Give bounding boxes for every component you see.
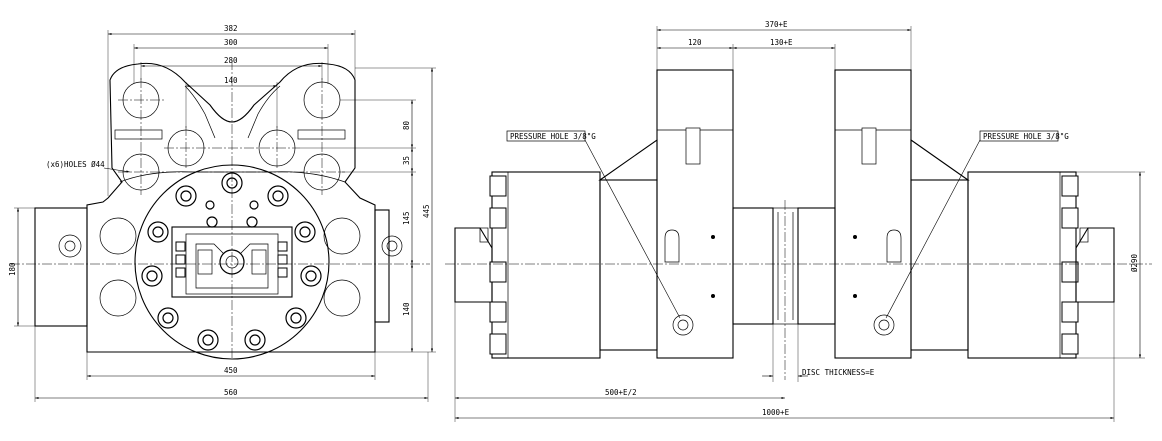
dim-35-label: 35 — [402, 156, 411, 165]
dot — [853, 235, 857, 239]
side-disc-left — [732, 207, 774, 325]
side-disc-gap — [772, 207, 799, 325]
front-hole-10 — [323, 279, 361, 317]
dim-180-label: 180 — [8, 262, 17, 276]
dim-370e-label: 370+E — [765, 20, 788, 29]
front-right-flange — [374, 209, 390, 323]
front-center-pad-left — [197, 249, 213, 275]
front-center-pad-right — [251, 249, 267, 275]
side-right-nameplate — [861, 127, 877, 165]
holes-leader-line — [103, 167, 131, 173]
pressure-hole-left-label: PRESSURE HOLE 3/8"G — [510, 132, 596, 141]
front-slot-right — [297, 129, 346, 140]
front-right-port-inner — [386, 240, 398, 252]
side-left-pressure-port — [672, 314, 694, 336]
pressure-hole-right-label: PRESSURE HOLE 3/8"G — [983, 132, 1069, 141]
front-left-port — [58, 234, 82, 258]
side-right-pressure-port-inner — [878, 319, 890, 331]
pressure-hole-left-box — [506, 130, 586, 142]
front-hole-7 — [99, 217, 137, 255]
dot — [853, 294, 857, 298]
front-hole-9 — [99, 279, 137, 317]
pressure-hole-left-leader — [584, 139, 681, 319]
dim-300-label: 300 — [224, 38, 238, 47]
dim-560-label: 560 — [224, 388, 238, 397]
side-left-end-tab — [454, 227, 493, 303]
dim-dia290-label: Ø290 — [1130, 253, 1139, 272]
side-left-bolts — [489, 175, 507, 355]
front-view: 382 300 280 140 80 35 145 140 445 — [8, 24, 436, 402]
side-left-caliper — [656, 69, 734, 359]
disc-thickness-label: DISC THICKNESS=E — [802, 368, 875, 377]
front-center-cradle — [195, 243, 269, 289]
front-bolt-ring — [141, 172, 322, 351]
side-right-caliper — [834, 69, 912, 359]
side-right-fitting — [1079, 227, 1089, 243]
side-left-nameplate — [685, 127, 701, 165]
dim-120-label: 120 — [688, 38, 702, 47]
side-view: 370+E 120 130+E Ø290 500+E/2 1000+E DISC… — [445, 20, 1152, 422]
pressure-hole-right-box — [979, 130, 1059, 142]
dim-half-label: 500+E/2 — [605, 388, 637, 397]
front-slot-left — [114, 129, 163, 140]
dim-145-label: 145 — [402, 211, 411, 225]
side-left-yoke — [598, 138, 658, 181]
side-left-handle — [664, 229, 680, 263]
dim-450-label: 450 — [224, 366, 238, 375]
dim-140-right-label: 140 — [402, 302, 411, 316]
side-left-housing — [599, 179, 658, 351]
dot — [711, 294, 715, 298]
side-right-handle — [886, 229, 902, 263]
dim-80-label: 80 — [402, 120, 411, 130]
pressure-hole-right-leader — [885, 139, 981, 319]
side-right-pressure-port — [873, 314, 895, 336]
side-left-pressure-port-inner — [677, 319, 689, 331]
dim-382-label: 382 — [224, 24, 238, 33]
dot — [711, 235, 715, 239]
side-left-fitting — [479, 227, 489, 243]
dim-total-label: 1000+E — [762, 408, 790, 417]
side-right-bolts — [1061, 175, 1079, 355]
side-right-yoke — [910, 138, 970, 181]
dim-445-label: 445 — [422, 204, 431, 218]
dim-130e-label: 130+E — [770, 38, 793, 47]
dim-280-label: 280 — [224, 56, 238, 65]
front-left-port-inner — [64, 240, 76, 252]
front-hole-8 — [323, 217, 361, 255]
dim-140-top-label: 140 — [224, 76, 238, 85]
front-small-bolts — [175, 241, 288, 278]
front-body-outline — [86, 62, 376, 353]
side-disc-right — [797, 207, 836, 325]
front-yoke-curve — [184, 85, 281, 139]
side-right-housing — [910, 179, 969, 351]
holes-label: (x6)HOLES Ø44 — [46, 160, 105, 169]
front-left-flange — [34, 207, 88, 327]
side-right-end-tab — [1075, 227, 1115, 303]
front-right-port — [381, 235, 403, 257]
